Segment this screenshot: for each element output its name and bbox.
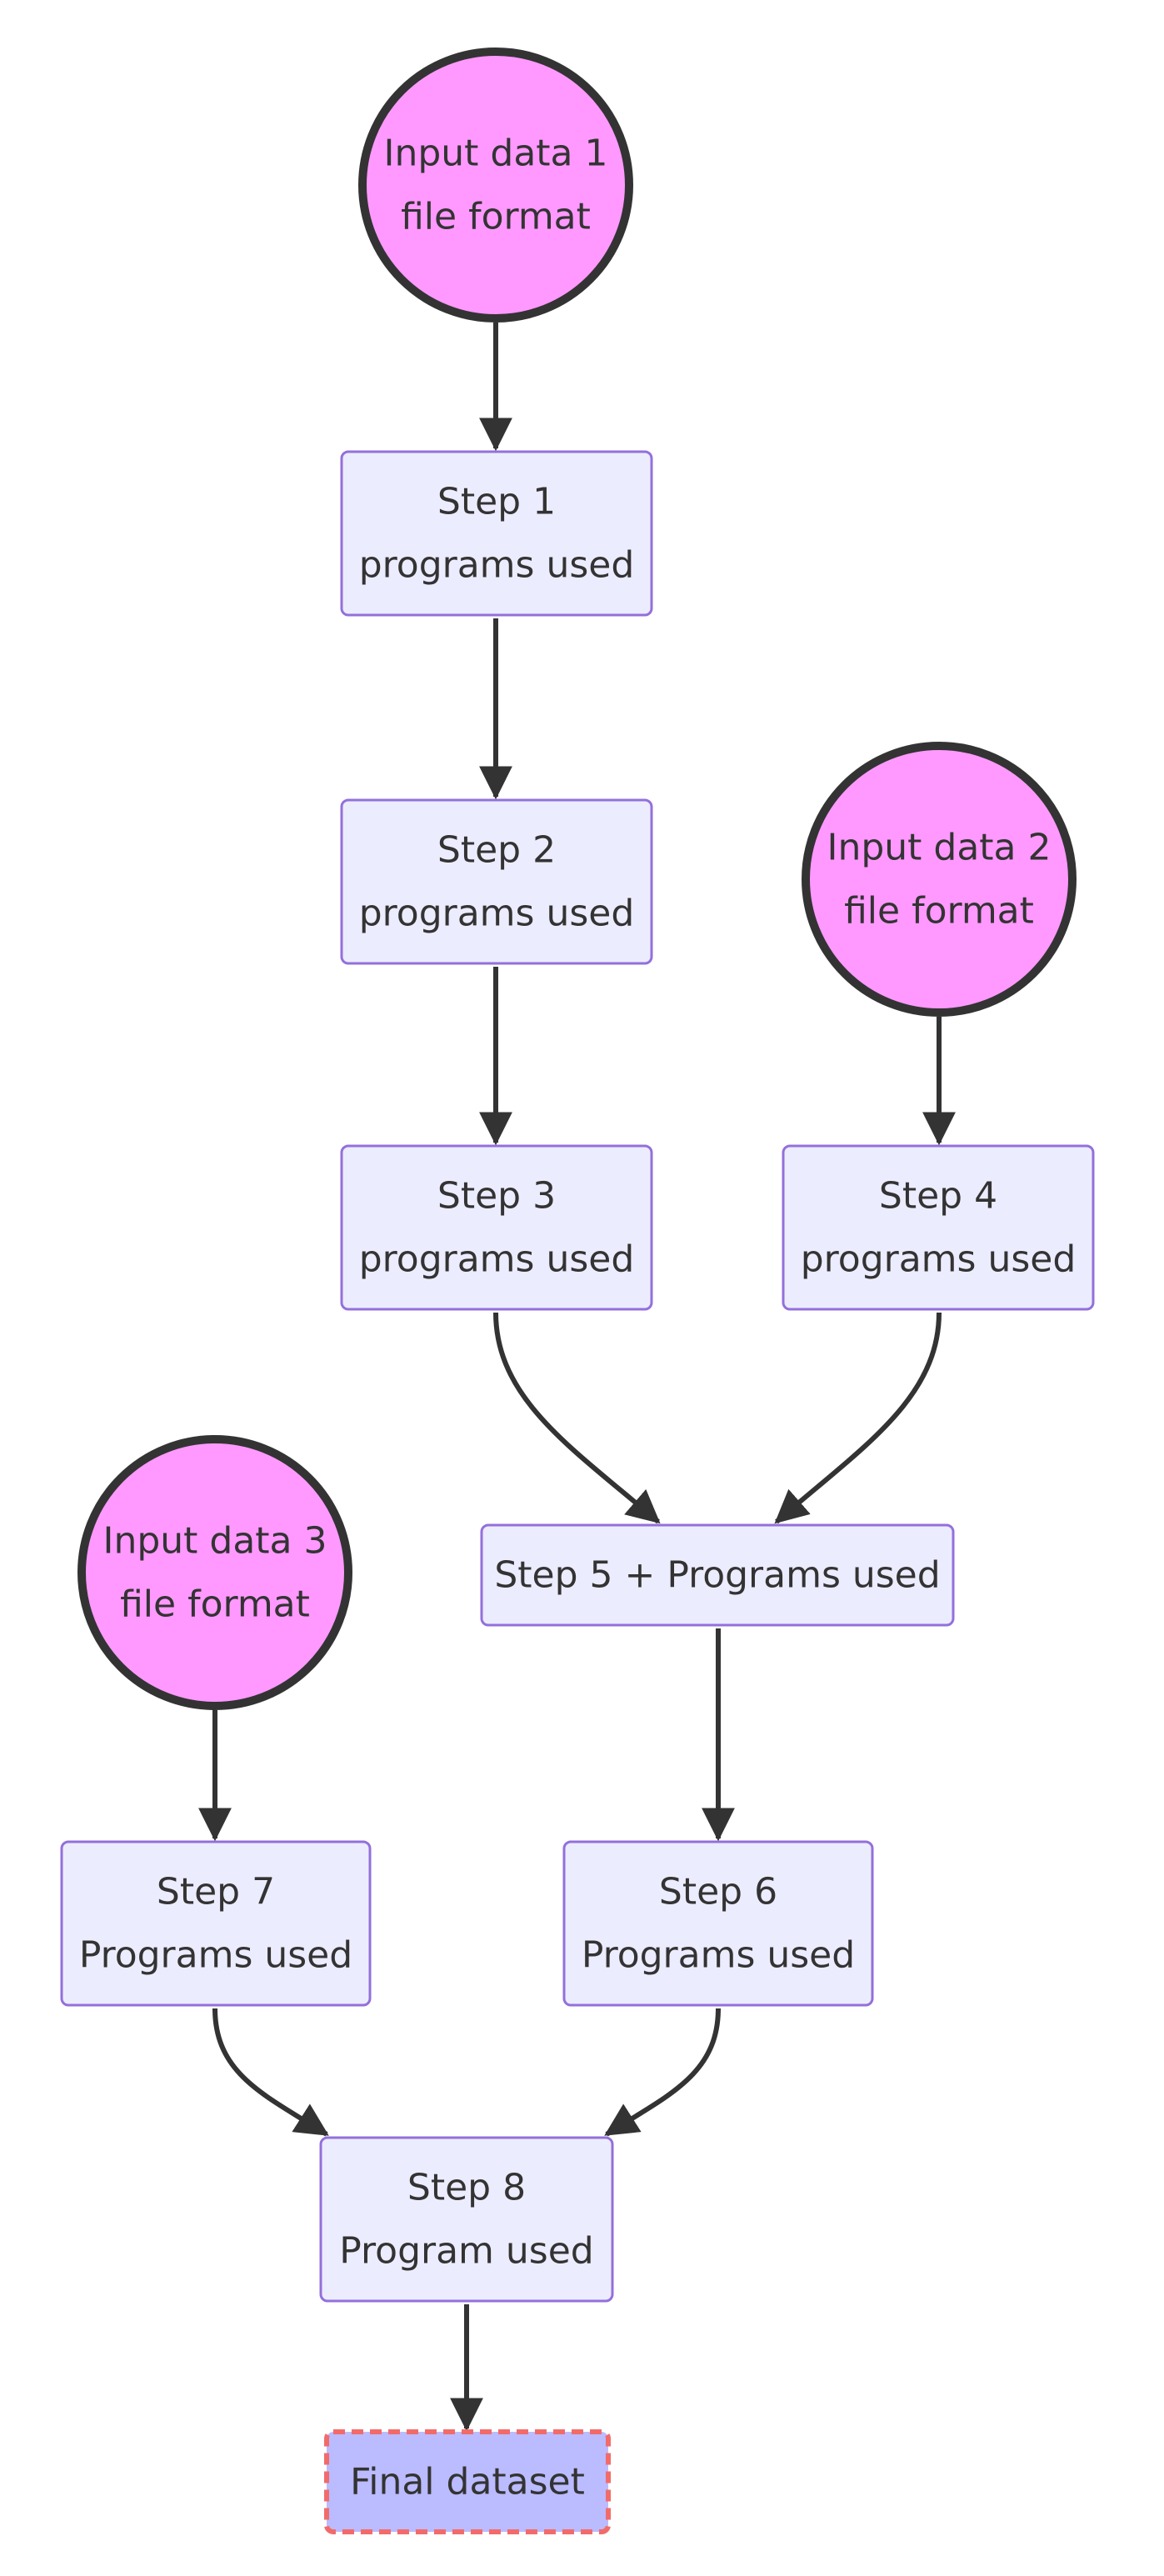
node-step3-label-line-1: Step 3 — [437, 1175, 556, 1218]
node-final: Final dataset — [324, 2429, 611, 2534]
node-step1-label-line-1: Step 1 — [437, 481, 556, 523]
node-step1: Step 1 programs used — [340, 450, 653, 617]
node-step2-box — [340, 798, 653, 965]
node-final-label-line-1: Final dataset — [350, 2461, 585, 2503]
edge-step6-to-step8 — [604, 2008, 721, 2137]
node-step6: Step 6 Programs used — [562, 1840, 874, 2007]
node-step3-label-line-2: programs used — [359, 1238, 635, 1281]
node-input1: Input data 1 file format — [358, 48, 633, 323]
edges-layer — [198, 323, 956, 2432]
node-step8-label-line-1: Step 8 — [407, 2167, 526, 2209]
node-input2: Input data 2 file format — [802, 742, 1077, 1017]
node-step2-label-line-1: Step 2 — [437, 829, 556, 872]
node-step5: Step 5 + Programs used — [480, 1523, 955, 1627]
node-input2-label-line-1: Input data 2 — [827, 827, 1051, 869]
node-step8-box — [319, 2136, 614, 2303]
node-step4: Step 4 programs used — [782, 1144, 1095, 1311]
node-input1-label-line-2: file format — [401, 196, 591, 238]
node-step4-box — [782, 1144, 1095, 1311]
edge-step3-to-step5 — [493, 1312, 661, 1524]
node-step7-box — [60, 1840, 372, 2007]
node-step7: Step 7 Programs used — [60, 1840, 372, 2007]
node-step4-label-line-2: programs used — [801, 1238, 1077, 1281]
edge-step7-to-step8 — [212, 2008, 329, 2137]
node-input1-label-line-1: Input data 1 — [383, 133, 607, 175]
node-step6-label-line-1: Step 6 — [659, 1871, 777, 1913]
node-step6-box — [562, 1840, 874, 2007]
node-step3-box — [340, 1144, 653, 1311]
node-step3: Step 3 programs used — [340, 1144, 653, 1311]
edge-step4-to-step5 — [774, 1312, 942, 1524]
node-step6-label-line-2: Programs used — [582, 1934, 855, 1977]
node-step5-box — [480, 1523, 955, 1627]
node-step1-box — [340, 450, 653, 617]
node-input3-label-line-2: file format — [120, 1583, 310, 1626]
node-step7-label-line-2: Programs used — [79, 1934, 352, 1977]
node-input3-circle — [77, 1435, 352, 1710]
node-step8-label-line-2: Program used — [339, 2230, 593, 2273]
node-input2-label-line-2: file format — [844, 890, 1034, 933]
node-step7-label-line-1: Step 7 — [157, 1871, 275, 1913]
node-final-box — [324, 2429, 611, 2534]
node-input1-circle — [358, 48, 633, 323]
node-step2: Step 2 programs used — [340, 798, 653, 965]
node-step5-label-line-1: Step 5 + Programs used — [494, 1554, 940, 1597]
node-step4-label-line-1: Step 4 — [879, 1175, 997, 1218]
node-input3-label-line-1: Input data 3 — [102, 1520, 327, 1563]
node-step2-label-line-2: programs used — [359, 893, 635, 935]
node-step1-label-line-2: programs used — [359, 544, 635, 587]
node-step8: Step 8 Program used — [319, 2136, 614, 2303]
node-input3: Input data 3 file format — [77, 1435, 352, 1710]
node-input2-circle — [802, 742, 1077, 1017]
